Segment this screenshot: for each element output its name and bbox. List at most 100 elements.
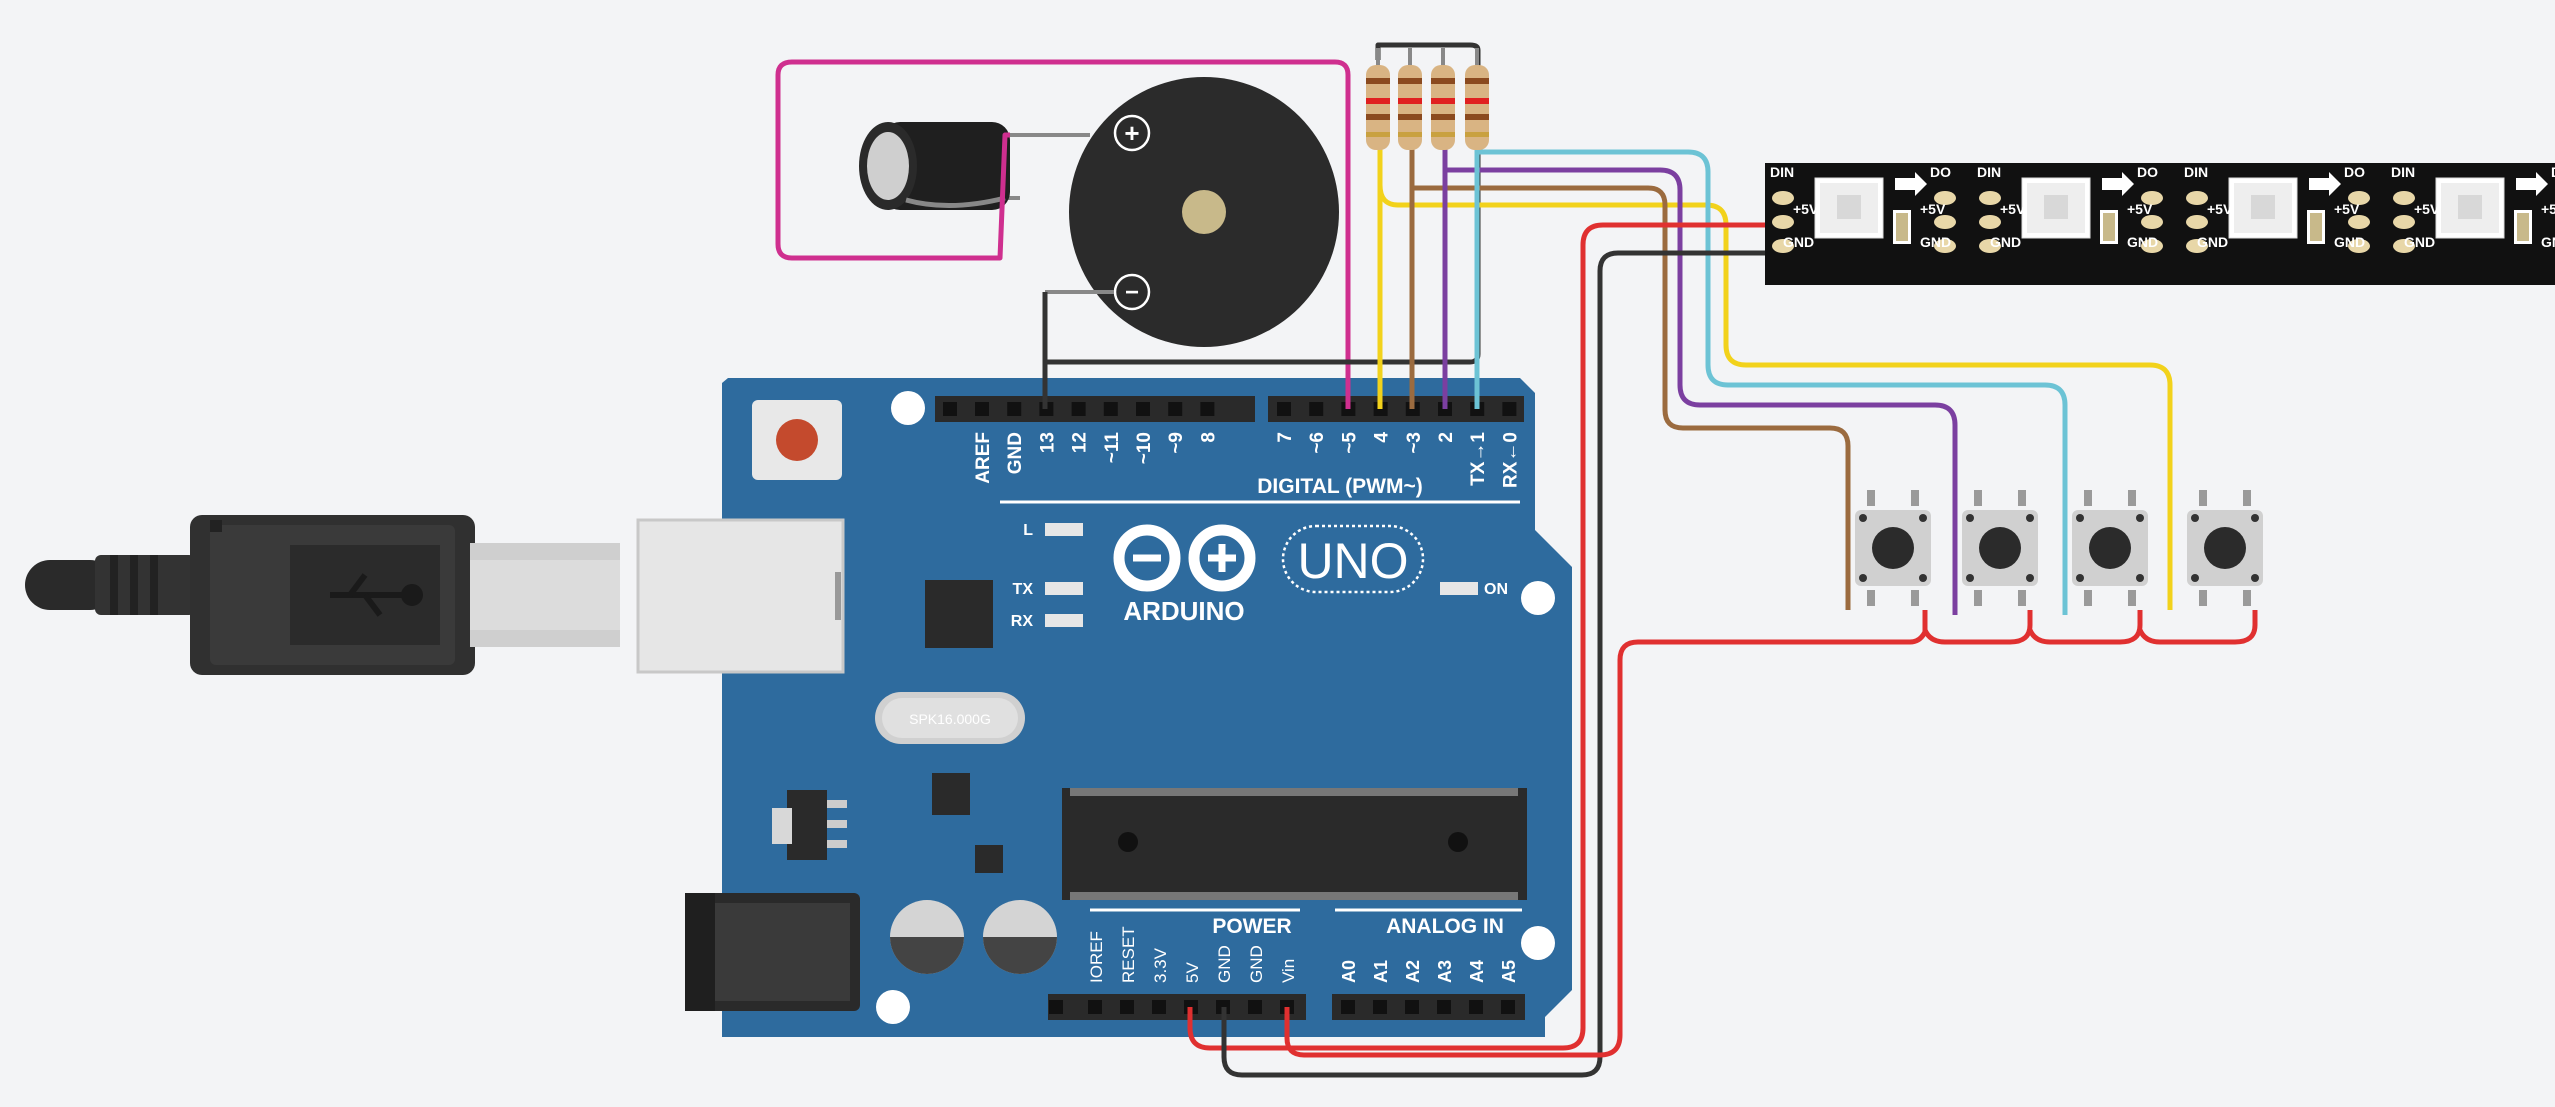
digital-pin-label: 13: [1037, 432, 1058, 453]
buzzer-minus-label: −: [1125, 279, 1139, 306]
board-capacitor: [890, 900, 964, 974]
power-header: [1048, 994, 1306, 1020]
push-button[interactable]: [2072, 490, 2148, 606]
reset-button[interactable]: [752, 400, 842, 480]
analog-pin-socket[interactable]: [1437, 1000, 1451, 1014]
strip-do-label: DO: [2551, 164, 2555, 180]
buzzer-plus-label: +: [1124, 118, 1139, 148]
power-pin-label: Vin: [1279, 959, 1298, 983]
strip-din-label: DIN: [1770, 164, 1794, 180]
digital-pin-label: 8: [1198, 432, 1219, 443]
resistor[interactable]: [1366, 48, 1390, 150]
power-pin-label: 3.3V: [1151, 947, 1170, 983]
digital-pin-label: ~9: [1166, 432, 1187, 454]
digital-pin-label: 4: [1372, 432, 1393, 443]
power-pin-label: RESET: [1119, 926, 1138, 983]
power-pin-socket[interactable]: [1248, 1000, 1262, 1014]
push-button[interactable]: [1855, 490, 1931, 606]
analog-pin-socket[interactable]: [1373, 1000, 1387, 1014]
neopixel-led-strip[interactable]: DIN+5VGNDDO+5VGNDDIN+5VGNDDO+5VGNDDIN+5V…: [1765, 163, 2555, 285]
power-jack: [685, 893, 860, 1011]
analog-pin-socket[interactable]: [1405, 1000, 1419, 1014]
buzzer-plus-terminal: [1113, 114, 1151, 152]
digital-pin-socket[interactable]: [1071, 402, 1086, 416]
digital-pin-socket[interactable]: [1007, 402, 1022, 416]
digital-pin-label: 7: [1275, 432, 1296, 443]
analog-pin-label: A4: [1467, 960, 1487, 983]
usb-symbol-icon: [330, 573, 423, 617]
digital-pin-socket[interactable]: [1168, 402, 1183, 416]
voltage-regulator: [772, 790, 847, 860]
usb-port: [638, 520, 843, 672]
digital-pin-label: ~10: [1134, 432, 1155, 464]
digital-pin-socket[interactable]: [1136, 402, 1150, 416]
digital-header-label: DIGITAL (PWM~): [1257, 475, 1422, 498]
strip-gnd-label: GND: [1783, 234, 1814, 250]
wire-red-5v: [1187, 222, 1765, 1051]
mounting-hole: [1521, 926, 1555, 960]
on-led-label: ON: [1484, 581, 1508, 598]
mounting-hole: [1521, 581, 1555, 615]
power-pin-socket[interactable]: [1152, 1000, 1166, 1014]
direction-arrow-icon: [1895, 172, 1927, 196]
usb-chip: [925, 580, 993, 648]
push-button[interactable]: [1962, 490, 2038, 606]
digital-pin-socket[interactable]: [943, 402, 957, 416]
digital-header-right: [1268, 396, 1524, 422]
resistor[interactable]: [1465, 48, 1489, 150]
strip-din-label: DIN: [2184, 164, 2208, 180]
strip-gnd-label: GND: [2197, 234, 2228, 250]
digital-pin-label: ~5: [1339, 432, 1360, 454]
push-button[interactable]: [2187, 490, 2263, 606]
l-led-label: L: [1023, 522, 1033, 539]
analog-pin-socket[interactable]: [1469, 1000, 1483, 1014]
tx-led: [1045, 582, 1083, 595]
strip-gnd-label: GND: [2334, 234, 2365, 250]
digital-pin-label: ~3: [1404, 432, 1425, 454]
l-led: [1045, 523, 1083, 536]
direction-arrow-icon: [2309, 172, 2341, 196]
digital-pin-socket[interactable]: [1103, 402, 1118, 416]
analog-pin-label: A0: [1339, 960, 1359, 983]
wire-red-buttons: [1284, 610, 1928, 1058]
strip-5v-label: +5V: [2207, 201, 2233, 217]
wire-pink: [775, 59, 1351, 409]
usb-cable[interactable]: [25, 515, 620, 675]
analog-pin-label: A3: [1435, 960, 1455, 983]
resistor[interactable]: [1398, 48, 1422, 150]
digital-pin-label: ~11: [1102, 432, 1123, 464]
analog-pin-socket[interactable]: [1501, 1000, 1515, 1014]
resistor-array[interactable]: [1366, 48, 1489, 150]
analog-pin-socket[interactable]: [1341, 1000, 1355, 1014]
resistor[interactable]: [1431, 48, 1455, 150]
digital-pin-label: ~6: [1307, 432, 1328, 454]
strip-do-label: DO: [2137, 164, 2158, 180]
push-buttons[interactable]: [1855, 490, 2263, 606]
on-led: [1440, 582, 1478, 595]
power-pin-label: IOREF: [1087, 931, 1106, 983]
digital-pin-label: 2: [1436, 432, 1457, 443]
digital-pin-label: 12: [1070, 432, 1091, 453]
uno-model: UNO: [1297, 533, 1408, 589]
power-pin-socket[interactable]: [1120, 1000, 1134, 1014]
strip-din-label: DIN: [1977, 164, 2001, 180]
power-pin-socket[interactable]: [1088, 1000, 1102, 1014]
digital-pin-socket[interactable]: [975, 402, 989, 416]
digital-pin-socket[interactable]: [1309, 402, 1324, 416]
strip-gnd-label: GND: [2127, 234, 2158, 250]
digital-pin-socket[interactable]: [1277, 402, 1291, 416]
mounting-hole: [891, 391, 925, 425]
digital-pin-socket[interactable]: [1200, 402, 1215, 416]
piezo-buzzer[interactable]: + −: [1045, 77, 1339, 347]
power-pin-socket[interactable]: [1049, 1000, 1063, 1014]
digital-pin-socket[interactable]: [1502, 402, 1517, 416]
strip-5v-label: +5V: [2127, 201, 2153, 217]
electrolytic-capacitor[interactable]: [859, 122, 1090, 210]
arduino-uno-board[interactable]: SPK16.000G L TX RX ON ARDUINO UNO: [636, 378, 1572, 1037]
wires: [775, 42, 2258, 1078]
direction-arrow-icon: [2102, 172, 2134, 196]
